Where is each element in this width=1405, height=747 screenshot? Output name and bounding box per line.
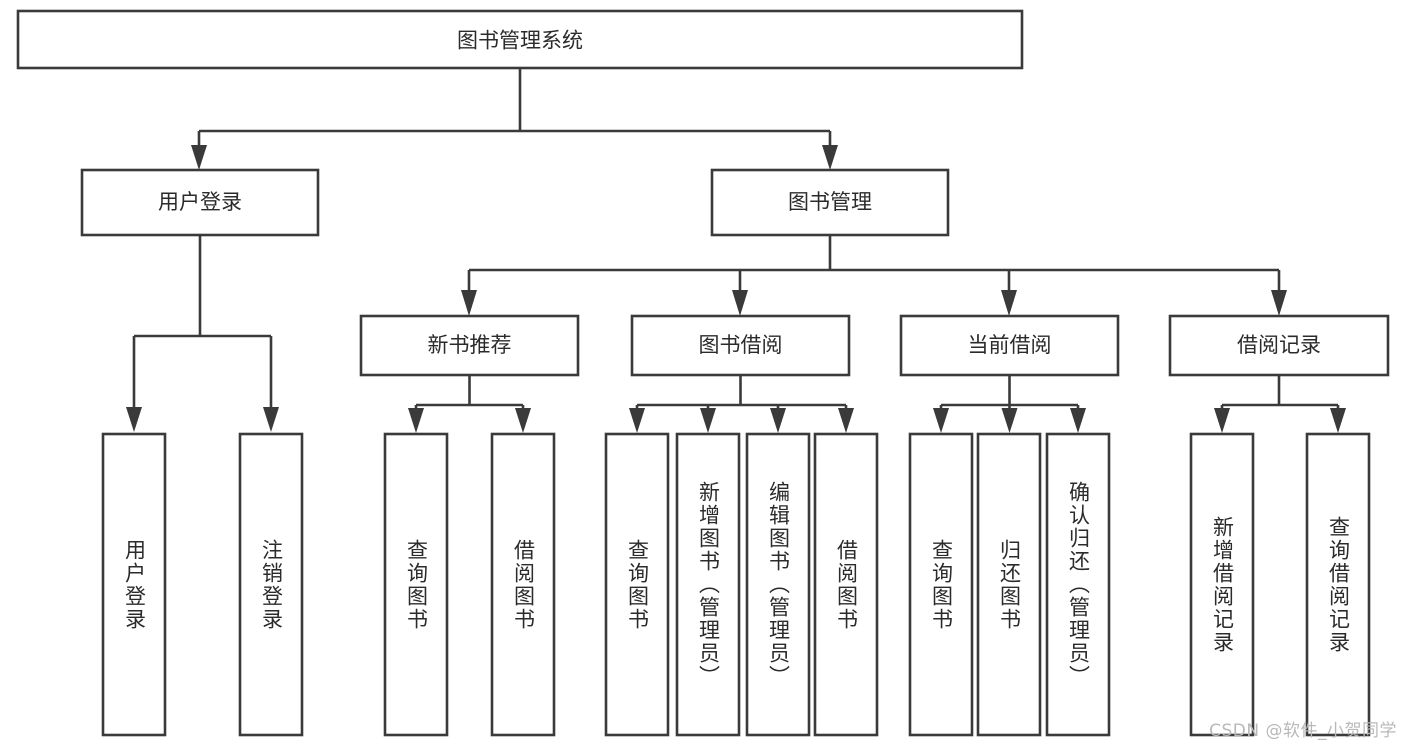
root-label: 图书管理系统 xyxy=(457,29,583,53)
csdn-watermark: CSDN @软件_小贺同学 xyxy=(1209,721,1397,741)
user-login-box[interactable] xyxy=(80,168,320,237)
node-book-borrow[interactable]: 图书借阅 xyxy=(630,314,851,377)
node-root[interactable]: 图书管理系统 xyxy=(16,9,1024,70)
arrow-head-icon xyxy=(822,145,838,170)
current-borrow-box[interactable] xyxy=(899,314,1120,377)
new-book-recommend-box[interactable] xyxy=(359,314,580,377)
connector-book-management-to-level3 xyxy=(461,235,1287,316)
arrow-head-icon xyxy=(770,408,786,433)
borrow-records-label: 借阅记录 xyxy=(1237,333,1321,357)
book-management-label: 图书管理 xyxy=(788,190,872,214)
connector-user-login-to-leaves xyxy=(126,235,279,432)
arrow-head-icon xyxy=(1070,408,1086,433)
book-borrow-label: 图书借阅 xyxy=(699,333,783,357)
connector-borrow-records-to-leaves xyxy=(1214,375,1346,433)
node-user-login[interactable]: 用户登录 xyxy=(80,168,320,237)
node-borrow-records[interactable]: 借阅记录 xyxy=(1168,314,1390,377)
node-current-borrow[interactable]: 当前借阅 xyxy=(899,314,1120,377)
leaf-box-borrow-book-1[interactable] xyxy=(490,432,556,737)
arrow-head-icon xyxy=(126,407,142,432)
connector-root-to-level2 xyxy=(191,68,838,170)
connector-current-borrow-to-leaves xyxy=(933,375,1086,433)
node-book-management[interactable]: 图书管理 xyxy=(710,168,950,237)
arrow-head-icon xyxy=(933,408,949,433)
arrow-head-icon xyxy=(732,290,748,316)
leaf-box-add-book[interactable] xyxy=(675,432,741,737)
connector-new-book-to-leaves xyxy=(408,375,531,433)
arrow-head-icon xyxy=(408,408,424,433)
arrow-head-icon xyxy=(838,408,854,433)
arrow-head-icon xyxy=(1214,408,1230,433)
arrow-head-icon xyxy=(629,408,645,433)
arrow-head-icon xyxy=(1001,408,1018,433)
leaf-box-user-login[interactable] xyxy=(101,432,167,737)
arrow-head-icon xyxy=(461,290,477,316)
arrow-head-icon xyxy=(263,407,279,432)
leaf-box-confirm-return[interactable] xyxy=(1045,432,1111,737)
node-new-book-recommend[interactable]: 新书推荐 xyxy=(359,314,580,377)
arrow-head-icon xyxy=(1001,290,1017,316)
leaf-box-borrow-book-2[interactable] xyxy=(813,432,879,737)
user-login-label: 用户登录 xyxy=(158,190,242,214)
leaf-box-add-record[interactable] xyxy=(1189,432,1255,737)
arrow-head-icon xyxy=(700,408,716,433)
leaf-box-query-book-3[interactable] xyxy=(908,432,974,737)
leaf-box-logout[interactable] xyxy=(238,432,304,737)
leaf-box-query-record[interactable] xyxy=(1305,432,1371,737)
leaf-box-query-book-2[interactable] xyxy=(604,432,670,737)
current-borrow-label: 当前借阅 xyxy=(968,333,1052,357)
arrow-head-icon xyxy=(191,145,207,170)
arrow-head-icon xyxy=(515,408,531,433)
connector-book-borrow-to-leaves xyxy=(629,375,854,433)
leaf-box-return-book[interactable] xyxy=(976,432,1042,737)
leaf-box-edit-book[interactable] xyxy=(745,432,811,737)
leaf-box-query-book-1[interactable] xyxy=(383,432,449,737)
arrow-head-icon xyxy=(1330,408,1346,433)
new-book-recommend-label: 新书推荐 xyxy=(428,333,512,357)
arrow-head-icon xyxy=(1271,290,1287,316)
root-box[interactable] xyxy=(16,9,1024,70)
